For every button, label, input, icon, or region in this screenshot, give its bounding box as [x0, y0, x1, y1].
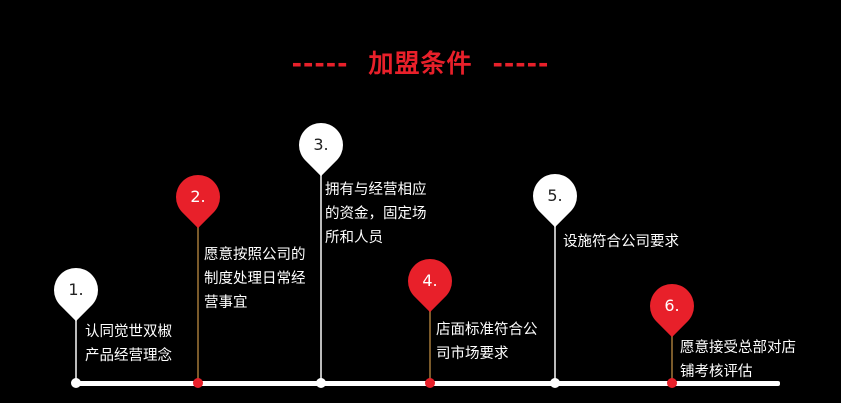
timeline-dot — [316, 378, 326, 388]
description-line: 产品经营理念 — [85, 348, 172, 364]
timeline-dot — [667, 378, 677, 388]
step-number: 3. — [313, 135, 329, 154]
section-title: ----- 加盟条件 ----- — [0, 44, 841, 80]
description-line: 所和人员 — [325, 230, 383, 246]
description-line: 铺考核评估 — [680, 364, 753, 380]
timeline-dot — [71, 378, 81, 388]
title-dash-left: ----- — [291, 49, 349, 78]
step-stem — [320, 174, 322, 381]
description-line: 的资金，固定场 — [325, 206, 427, 222]
step-description: 拥有与经营相应的资金，固定场所和人员 — [325, 178, 427, 250]
step-number: 1. — [68, 280, 84, 299]
description-line: 制度处理日常经 — [204, 271, 306, 287]
timeline-dot — [550, 378, 560, 388]
timeline-dot — [425, 378, 435, 388]
step-number: 6. — [664, 296, 680, 315]
step-description: 愿意按照公司的制度处理日常经营事宜 — [204, 243, 306, 315]
step-stem — [429, 310, 431, 381]
description-line: 愿意按照公司的 — [204, 247, 306, 263]
timeline-dot — [193, 378, 203, 388]
step-stem — [197, 226, 199, 381]
step-number: 2. — [190, 187, 206, 206]
step-description: 愿意接受总部对店铺考核评估 — [680, 336, 796, 384]
step-stem — [554, 225, 556, 381]
step-number: 5. — [547, 186, 563, 205]
title-text: 加盟条件 — [368, 49, 473, 78]
description-line: 营事宜 — [204, 295, 248, 311]
description-line: 司市场要求 — [436, 346, 509, 362]
step-description: 设施符合公司要求 — [563, 230, 679, 254]
step-stem — [75, 319, 77, 381]
step-description: 认同觉世双椒产品经营理念 — [85, 320, 172, 368]
step-stem — [671, 335, 673, 381]
description-line: 设施符合公司要求 — [563, 234, 679, 250]
description-line: 店面标准符合公 — [436, 322, 538, 338]
step-description: 店面标准符合公司市场要求 — [436, 318, 538, 366]
description-line: 拥有与经营相应 — [325, 182, 427, 198]
description-line: 认同觉世双椒 — [85, 324, 172, 340]
step-number: 4. — [422, 271, 438, 290]
description-line: 愿意接受总部对店 — [680, 340, 796, 356]
title-dash-right: ----- — [492, 49, 550, 78]
